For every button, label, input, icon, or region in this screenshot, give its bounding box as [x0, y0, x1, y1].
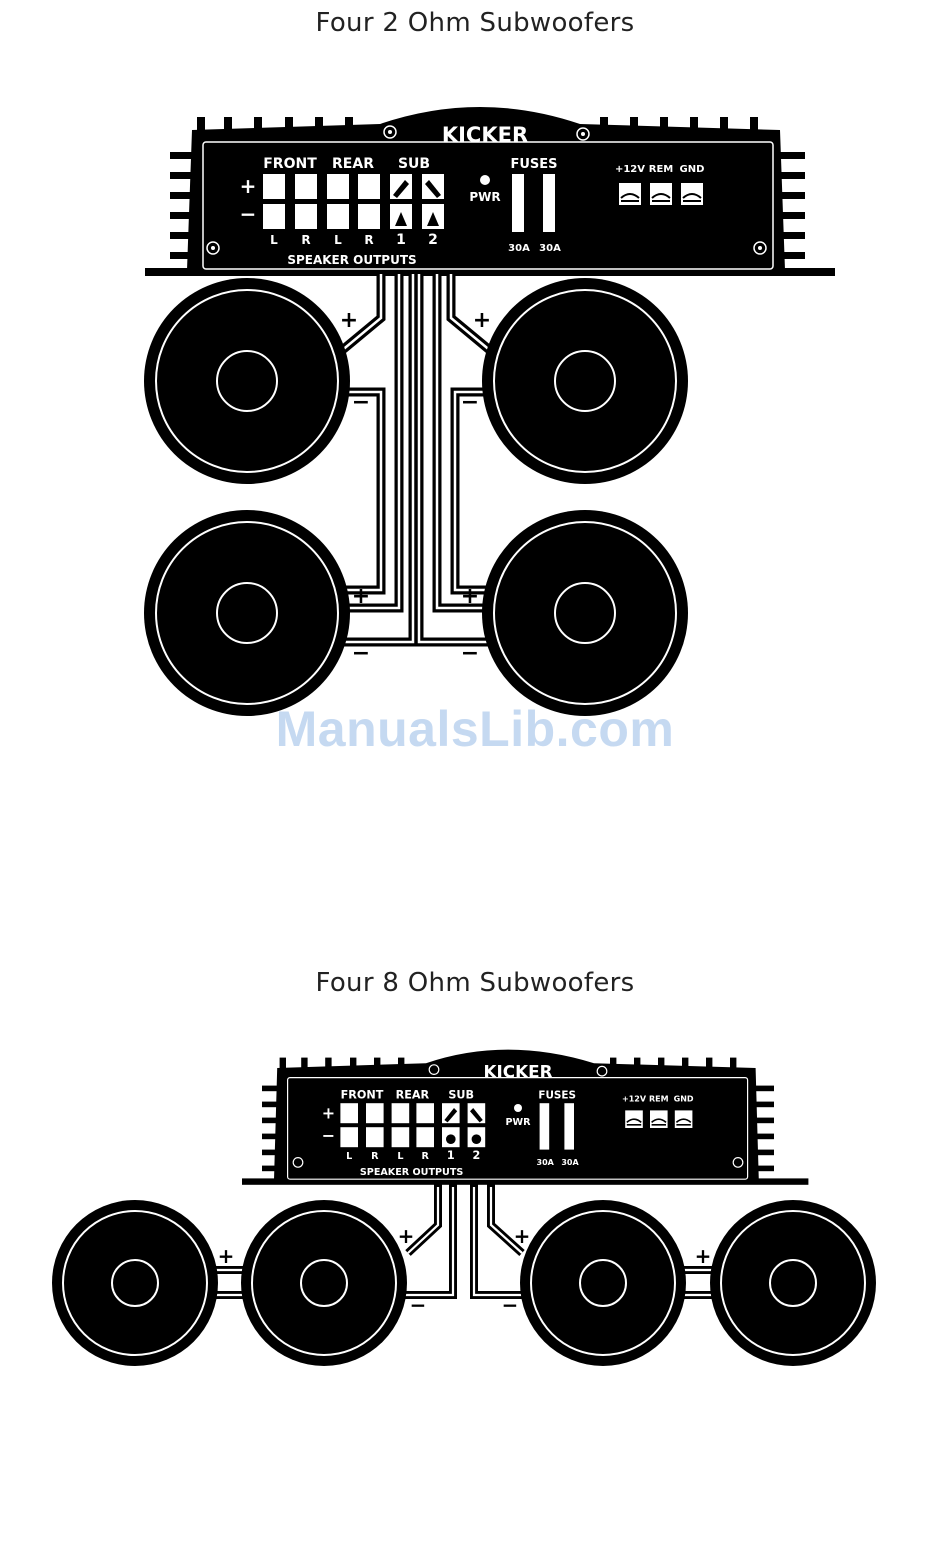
polarity-minus: − — [352, 390, 370, 415]
fuse-icon — [512, 174, 524, 232]
power-rem-label: REM — [649, 1095, 669, 1104]
polarity-plus: + — [461, 584, 479, 609]
amplifier-top: KICKER FRONT REAR SUB FUSES PWR SPEAKER … — [145, 107, 835, 276]
power-12v-label: +12V — [622, 1095, 647, 1104]
power-rem-label: REM — [649, 164, 674, 175]
subwoofer-icon — [52, 1200, 218, 1366]
channel-sub-1: 1 — [447, 1149, 455, 1162]
subwoofer-icon — [482, 278, 688, 484]
fuse-icon — [564, 1103, 574, 1149]
pwr-led-icon — [480, 175, 490, 185]
channel-rear-r: R — [422, 1151, 430, 1162]
channel-rear-l: L — [397, 1151, 403, 1162]
subwoofer-icon — [710, 1200, 876, 1366]
amplifier-top: KICKER FRONT REAR SUB FUSES PWR SPEAKER … — [242, 1050, 808, 1185]
power-gnd-label: GND — [680, 164, 705, 175]
front-label: FRONT — [341, 1088, 384, 1101]
polarity-minus: − — [502, 1293, 519, 1317]
polarity-minus: − — [352, 641, 370, 666]
channel-front-l: L — [270, 233, 278, 247]
minus-row-label: − — [240, 202, 257, 226]
sub-label: SUB — [448, 1088, 474, 1101]
pwr-label: PWR — [469, 190, 500, 204]
power-gnd-label: GND — [674, 1095, 694, 1104]
polarity-plus: + — [695, 1244, 712, 1268]
channel-sub-2: 2 — [473, 1149, 481, 1162]
channel-sub-1: 1 — [396, 232, 406, 248]
fuse-rating: 30A — [539, 243, 561, 254]
speaker-outputs-label: SPEAKER OUTPUTS — [287, 253, 416, 267]
speaker-outputs-label: SPEAKER OUTPUTS — [360, 1167, 463, 1178]
polarity-plus: + — [514, 1224, 531, 1248]
minus-row-label: − — [322, 1126, 335, 1145]
polarity-plus: + — [352, 584, 370, 609]
rear-label: REAR — [332, 156, 374, 172]
channel-sub-2: 2 — [428, 232, 438, 248]
polarity-plus: + — [398, 1224, 415, 1248]
fuse-icon — [543, 174, 555, 232]
watermark: ManualsLib.com — [0, 700, 950, 758]
subwoofer-icon — [241, 1200, 407, 1366]
amp-brand-logo: KICKER — [442, 123, 528, 147]
fuse-rating: 30A — [561, 1158, 579, 1167]
power-12v-label: +12V — [615, 164, 645, 175]
amp-brand-logo: KICKER — [483, 1062, 552, 1082]
fuses-label: FUSES — [510, 157, 557, 172]
front-label: FRONT — [263, 156, 317, 172]
subwoofer-icon — [482, 510, 688, 716]
pwr-led-icon — [514, 1104, 522, 1112]
fuse-rating: 30A — [537, 1158, 555, 1167]
channel-front-r: R — [371, 1151, 379, 1162]
channel-rear-l: L — [334, 233, 342, 247]
channel-rear-r: R — [364, 233, 373, 247]
sub-label: SUB — [398, 156, 430, 172]
channel-front-r: R — [301, 233, 310, 247]
pwr-label: PWR — [505, 1117, 531, 1128]
subwoofer-icon — [520, 1200, 686, 1366]
polarity-plus: + — [473, 308, 491, 333]
fuse-icon — [540, 1103, 550, 1149]
subwoofer-icon — [144, 510, 350, 716]
rear-label: REAR — [396, 1088, 430, 1101]
fuses-label: FUSES — [538, 1089, 576, 1101]
polarity-plus: + — [340, 308, 358, 333]
polarity-minus: − — [461, 641, 479, 666]
channel-front-l: L — [346, 1151, 352, 1162]
plus-row-label: + — [322, 1103, 335, 1122]
plus-row-label: + — [240, 174, 257, 198]
polarity-plus: + — [218, 1244, 235, 1268]
fuse-rating: 30A — [508, 243, 530, 254]
polarity-minus: − — [461, 390, 479, 415]
polarity-minus: − — [410, 1293, 427, 1317]
subwoofer-icon — [144, 278, 350, 484]
